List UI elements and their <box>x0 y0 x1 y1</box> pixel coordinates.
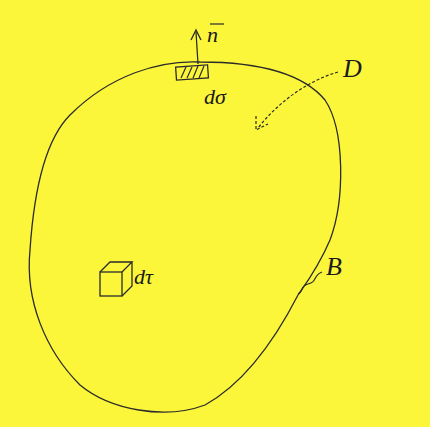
leader-b <box>298 272 322 294</box>
normal-arrow <box>191 24 224 64</box>
volume-element-label: dτ <box>134 266 153 288</box>
boundary-outline <box>29 62 340 412</box>
volume-cube <box>100 262 132 296</box>
leader-d <box>256 72 338 130</box>
boundary-label: B <box>326 254 342 280</box>
surface-element-label: dσ <box>204 86 226 108</box>
normal-label: n <box>207 24 218 46</box>
region-label: D <box>343 56 362 82</box>
surface-element <box>176 65 209 80</box>
